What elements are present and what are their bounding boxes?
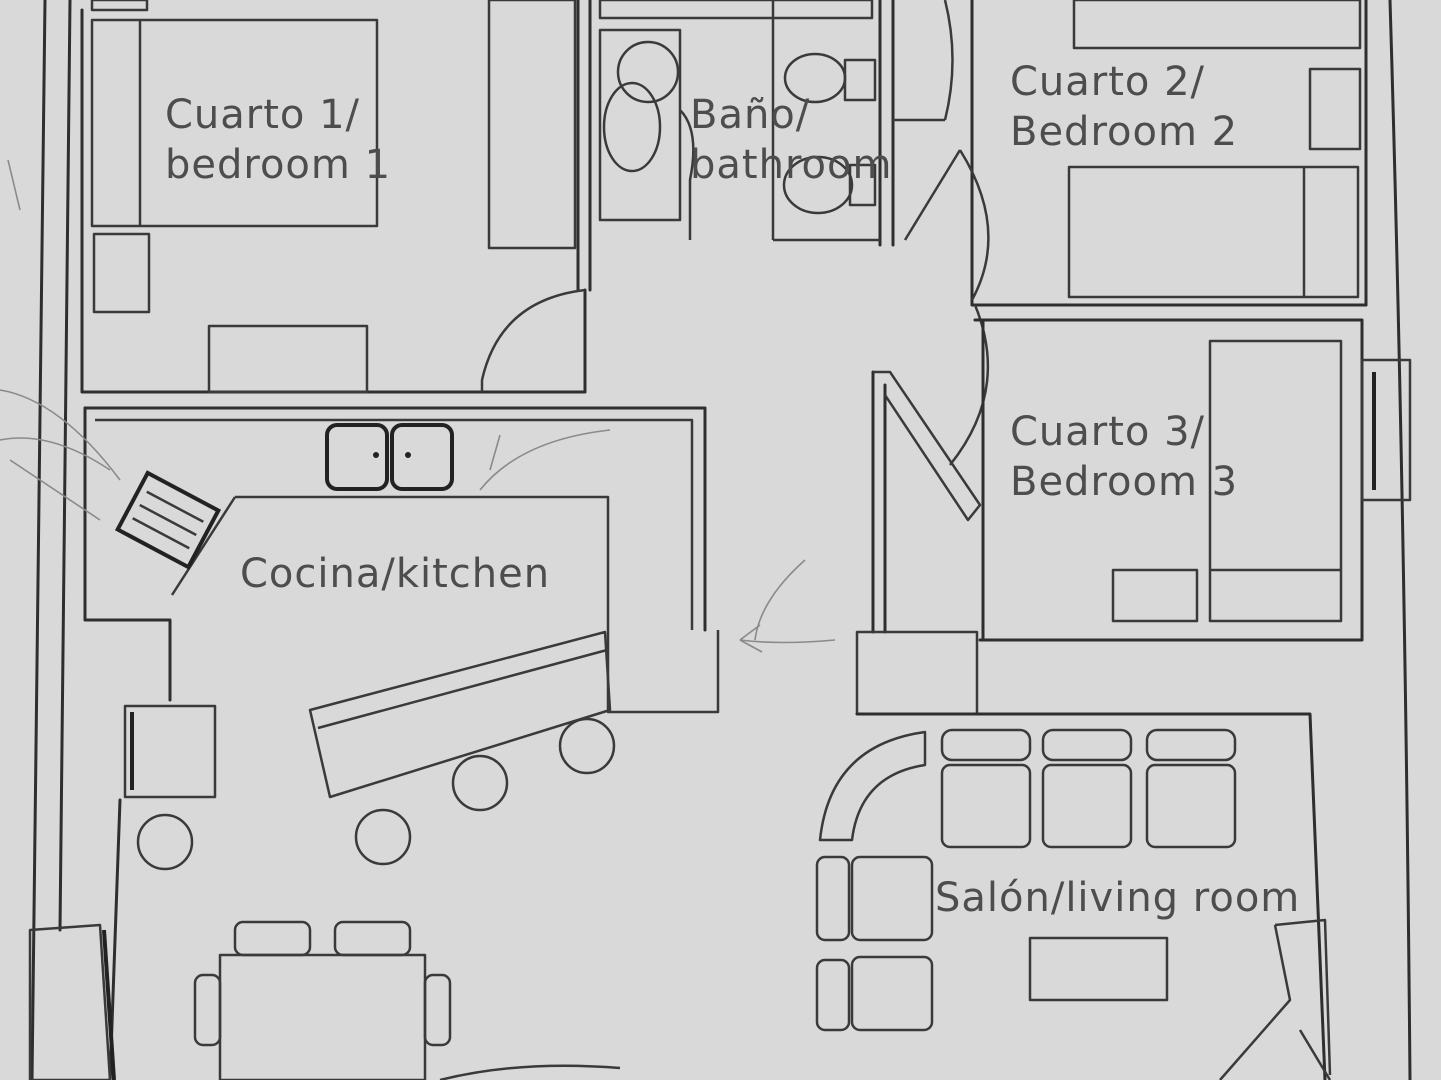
bedroom-3-label-line1: Cuarto 3/ [1010,409,1206,455]
bathroom [576,0,954,292]
bed-1 [90,18,379,228]
pencil-marks [0,159,836,653]
sofa-back [1041,728,1133,762]
sofa-seat [940,763,1032,849]
bedroom-3 [855,318,1412,1080]
sideboard [28,923,112,1080]
kitchen-sink-left [325,423,389,491]
sofa-seat [1041,763,1133,849]
bedroom-1 [80,0,587,394]
sofa-back [940,728,1032,762]
breakfast-bar [308,630,612,799]
chair [233,920,312,957]
bedroom-3-label-line2: Bedroom 3 [1010,459,1239,505]
wardrobe-1 [487,0,577,250]
bar-stool [451,754,509,812]
bar-stool [354,808,412,866]
dining-area [28,920,621,1080]
bidet [782,155,854,215]
bedroom-1-label-line1: Cuarto 1/ [165,92,361,138]
sofa-corner [818,730,927,842]
bedroom-3-label: Cuarto 3/ Bedroom 3 [1010,407,1238,507]
kitchen-sink-right [390,423,454,491]
living-room-label: Salón/living room [935,873,1300,923]
bathroom-label-line1: Baño/ [690,92,811,138]
nightstand-1 [92,232,151,314]
chair [193,973,222,1047]
kitchen-label-line1: Cocina/kitchen [240,551,551,597]
nightstand-2 [1308,67,1362,151]
bedroom-2-label-line1: Cuarto 2/ [1010,59,1206,105]
bathtub [598,28,682,222]
sofa-seat [850,955,934,1032]
bedroom-2-label: Cuarto 2/ Bedroom 2 [1010,57,1238,157]
bedroom-2-label-line2: Bedroom 2 [1010,109,1239,155]
bedroom-1-label-line2: bedroom 1 [165,142,392,188]
bar-stool [136,813,194,871]
kitchen-label: Cocina/kitchen [240,549,550,599]
sofa-arm [815,958,851,1032]
living-room-label-line1: Salón/living room [935,875,1301,921]
bathroom-label: Baño/ bathroom [690,90,892,190]
nightstand-3 [1111,568,1199,623]
bedroom-2 [903,0,1368,307]
bedroom-1-label: Cuarto 1/ bedroom 1 [165,90,391,190]
bed-2 [1067,165,1360,299]
sofa-arm [815,855,851,942]
sofa-seat [1145,763,1237,849]
bed-3 [1208,339,1343,623]
sink-basin [602,81,662,173]
chair [333,920,412,957]
bar-stool [558,717,616,775]
living-room [815,728,1332,1080]
bathroom-label-line2: bathroom [690,142,893,188]
sofa-back [1145,728,1237,762]
bed-2-top [1072,0,1362,50]
coffee-table [1028,936,1169,1002]
wardrobe-3 [1360,358,1412,502]
stove [114,470,222,570]
chair [423,973,452,1047]
fridge [123,704,217,799]
dresser-1 [207,324,369,394]
outer-walls [30,0,1412,1080]
sofa-seat [850,855,934,942]
